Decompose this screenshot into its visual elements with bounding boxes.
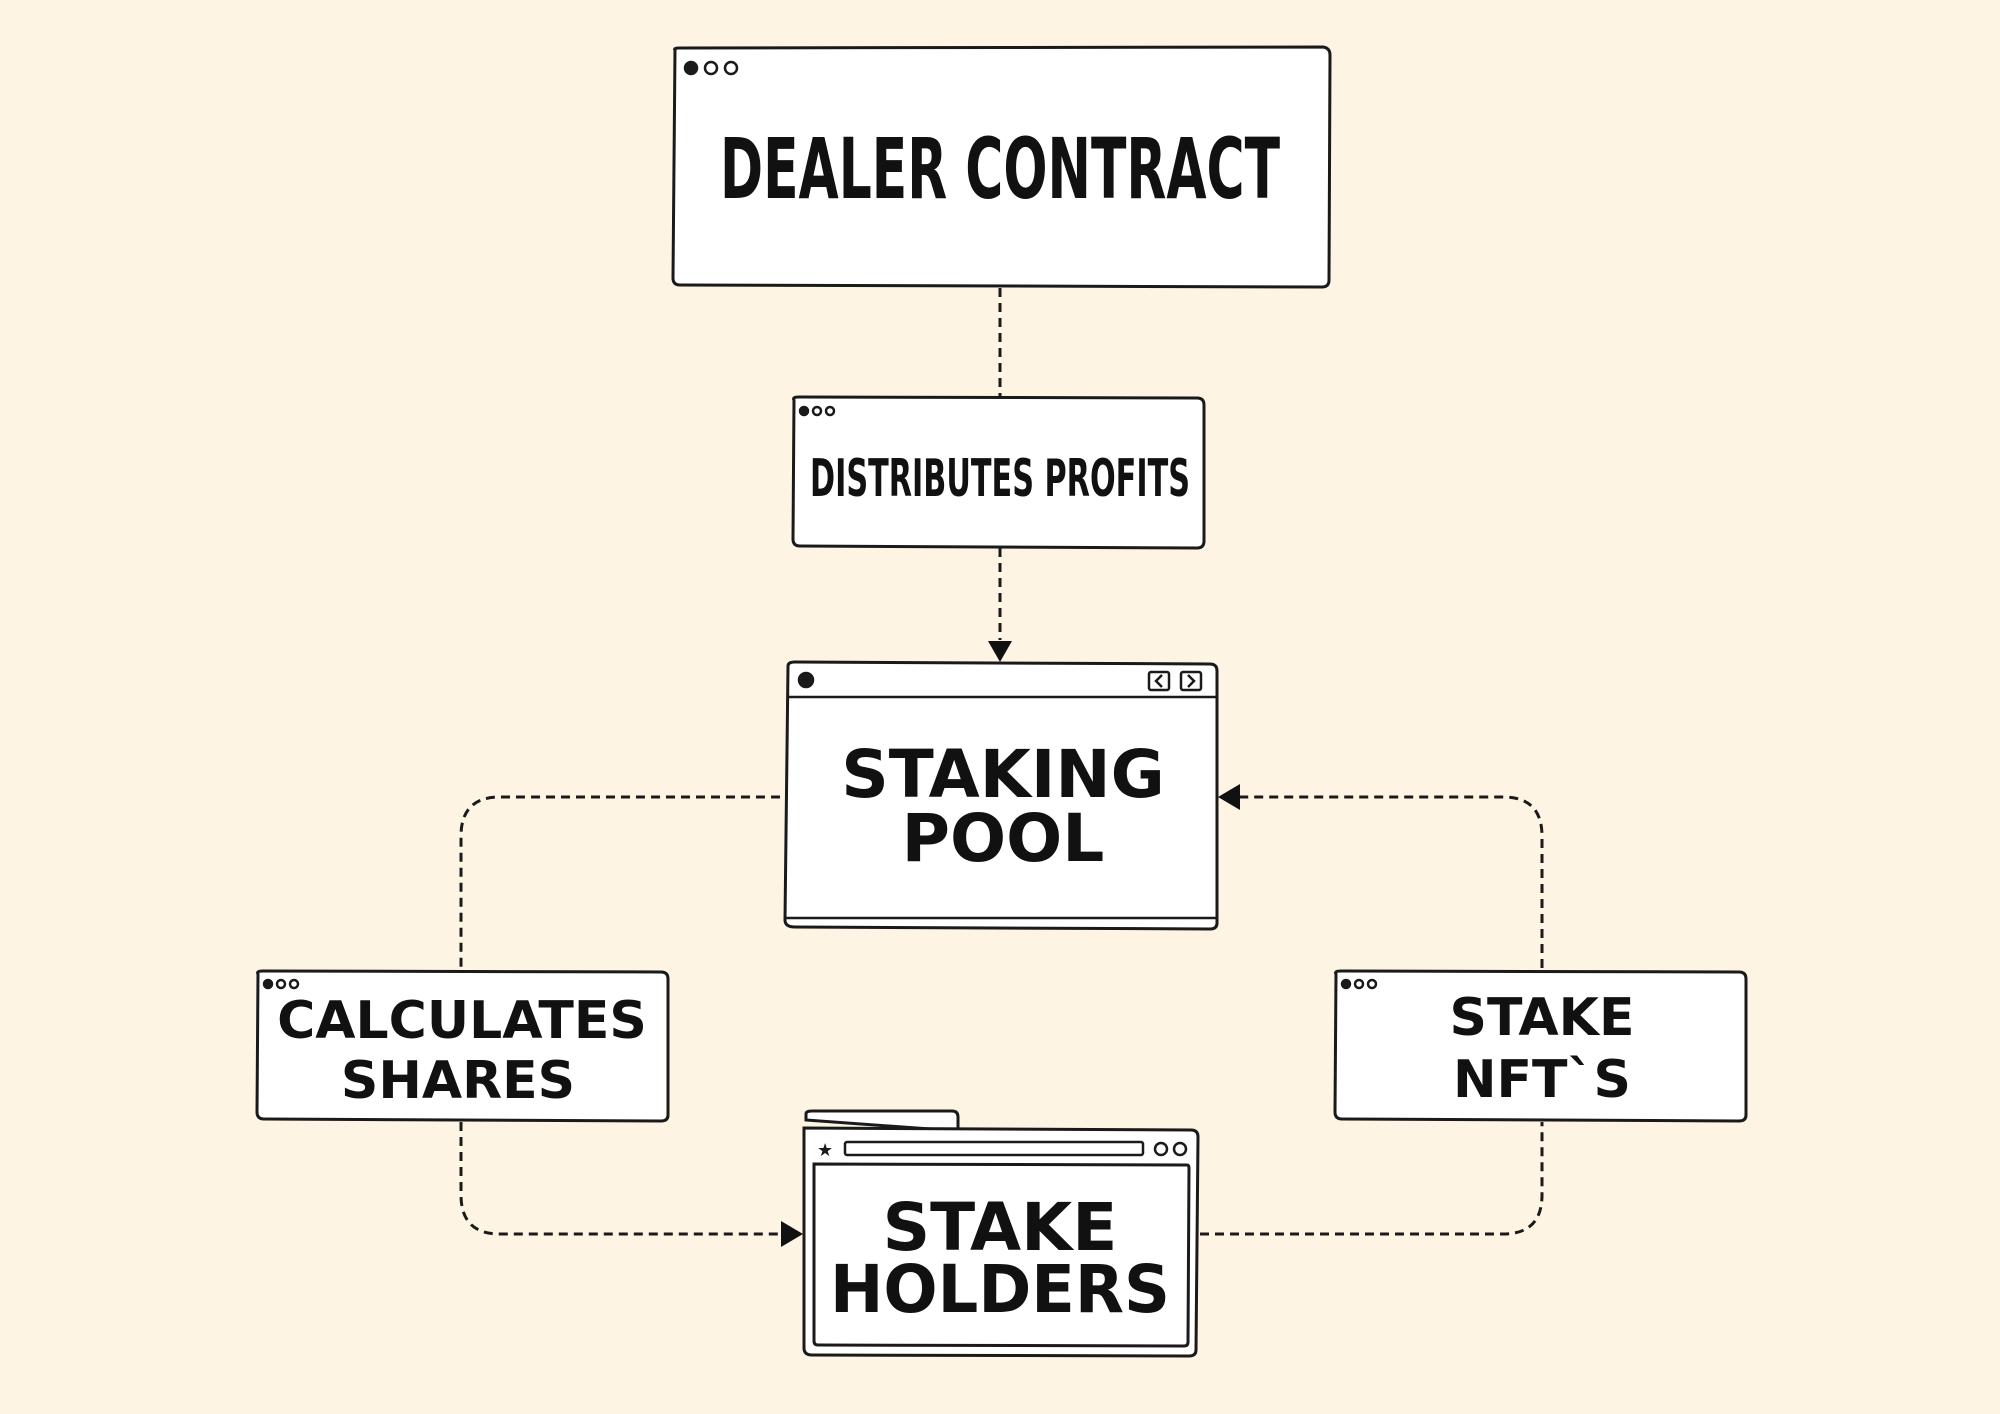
window-dot-icon <box>824 405 836 417</box>
window-dot-icon <box>683 60 699 76</box>
node-stake-nfts: STAKE NFT`S <box>1333 969 1748 1123</box>
window-dot-icon <box>275 978 287 990</box>
arrowhead-into-staking-pool <box>988 641 1012 662</box>
window-dot-icon <box>811 405 823 417</box>
address-bar <box>843 1140 1145 1157</box>
window-dot-icon <box>798 405 810 417</box>
window-dot-icon <box>703 60 719 76</box>
stake-nfts-label-line2: NFT`S <box>1453 1050 1631 1110</box>
stake-holders-label-line1: STAKE <box>883 1189 1118 1266</box>
window-dot-icon <box>797 671 815 689</box>
connector-stake-holders-to-stake-nfts <box>1200 1122 1544 1236</box>
staking-pool-label-line2: POOL <box>902 800 1105 877</box>
chevron-right-icon <box>1179 670 1203 692</box>
staking-pool-label-line1: STAKING <box>841 736 1165 813</box>
window-dot-icon <box>1172 1141 1188 1157</box>
connector-stake-nfts-to-staking-pool <box>1240 795 1544 968</box>
node-dealer-contract: DEALER CONTRACT <box>671 45 1332 289</box>
window-dot-icon <box>1353 978 1365 990</box>
connector-staking-pool-to-calculates <box>459 795 780 968</box>
stake-holders-label-line2: HOLDERS <box>830 1251 1170 1328</box>
node-staking-pool: STAKING POOL <box>783 660 1219 931</box>
node-distributes-profits: DISTRIBUTES PROFITS <box>791 395 1206 550</box>
node-stake-holders: ★ STAKE HOLDERS <box>802 1109 1200 1358</box>
node-calculates-shares: CALCULATES SHARES <box>255 969 670 1123</box>
star-icon: ★ <box>817 1140 833 1161</box>
calculates-shares-label-line2: SHARES <box>341 1051 575 1111</box>
window-dot-icon <box>1340 978 1352 990</box>
distributes-profits-label: DISTRIBUTES PROFITS <box>810 449 1190 509</box>
stake-nfts-label-line1: STAKE <box>1450 988 1635 1048</box>
window-dot-icon <box>1366 978 1378 990</box>
window-dot-icon <box>288 978 300 990</box>
arrowhead-into-staking-pool-right <box>1218 784 1240 810</box>
dealer-contract-label: DEALER CONTRACT <box>720 120 1280 218</box>
calculates-shares-label-line1: CALCULATES <box>277 991 647 1051</box>
arrowhead-into-stake-holders <box>781 1221 803 1247</box>
connector-calculates-to-stake-holders <box>459 1122 782 1236</box>
window-dot-icon <box>1153 1141 1169 1157</box>
window-dot-icon <box>723 60 739 76</box>
window-dot-icon <box>262 978 274 990</box>
chevron-left-icon <box>1147 670 1171 692</box>
